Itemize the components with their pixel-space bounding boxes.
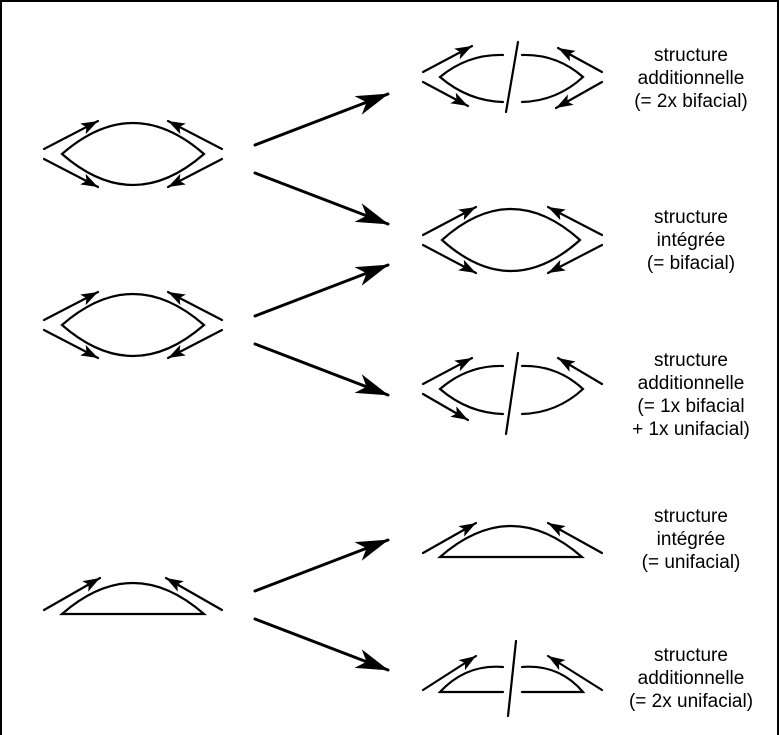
- arrow-3-to-additional: [253, 617, 390, 672]
- arrow-2-to-additional: [253, 342, 390, 397]
- label-integrated-bifacial: structure intégrée (= bifacial): [646, 207, 736, 274]
- label-additional-bifacial-unifacial: structure additionnelle (= 1x bifacial +…: [632, 350, 750, 440]
- arrow-2-to-integrated: [253, 263, 390, 318]
- input-lens-2: [42, 290, 224, 360]
- arrow-1-to-additional: [253, 92, 390, 147]
- result-integrated-lens: [421, 205, 604, 275]
- arrow-3-to-integrated: [253, 538, 390, 593]
- result-integrated-half-lens: [421, 521, 604, 559]
- label-additional-2x-unifacial: structure additionnelle (= 2x unifacial): [628, 645, 754, 712]
- input-half-lens: [42, 576, 224, 616]
- arrow-1-to-integrated: [253, 171, 390, 226]
- input-lens-1: [42, 119, 224, 189]
- result-split-lens-1: [421, 40, 604, 114]
- transition-arrows: [253, 92, 390, 672]
- label-integrated-unifacial: structure intégrée (= unifacial): [641, 506, 741, 573]
- result-split-lens-2: [421, 351, 604, 436]
- label-additional-2x-bifacial: structure additionnelle (= 2x bifacial): [634, 45, 748, 112]
- result-split-half-lens: [421, 639, 604, 718]
